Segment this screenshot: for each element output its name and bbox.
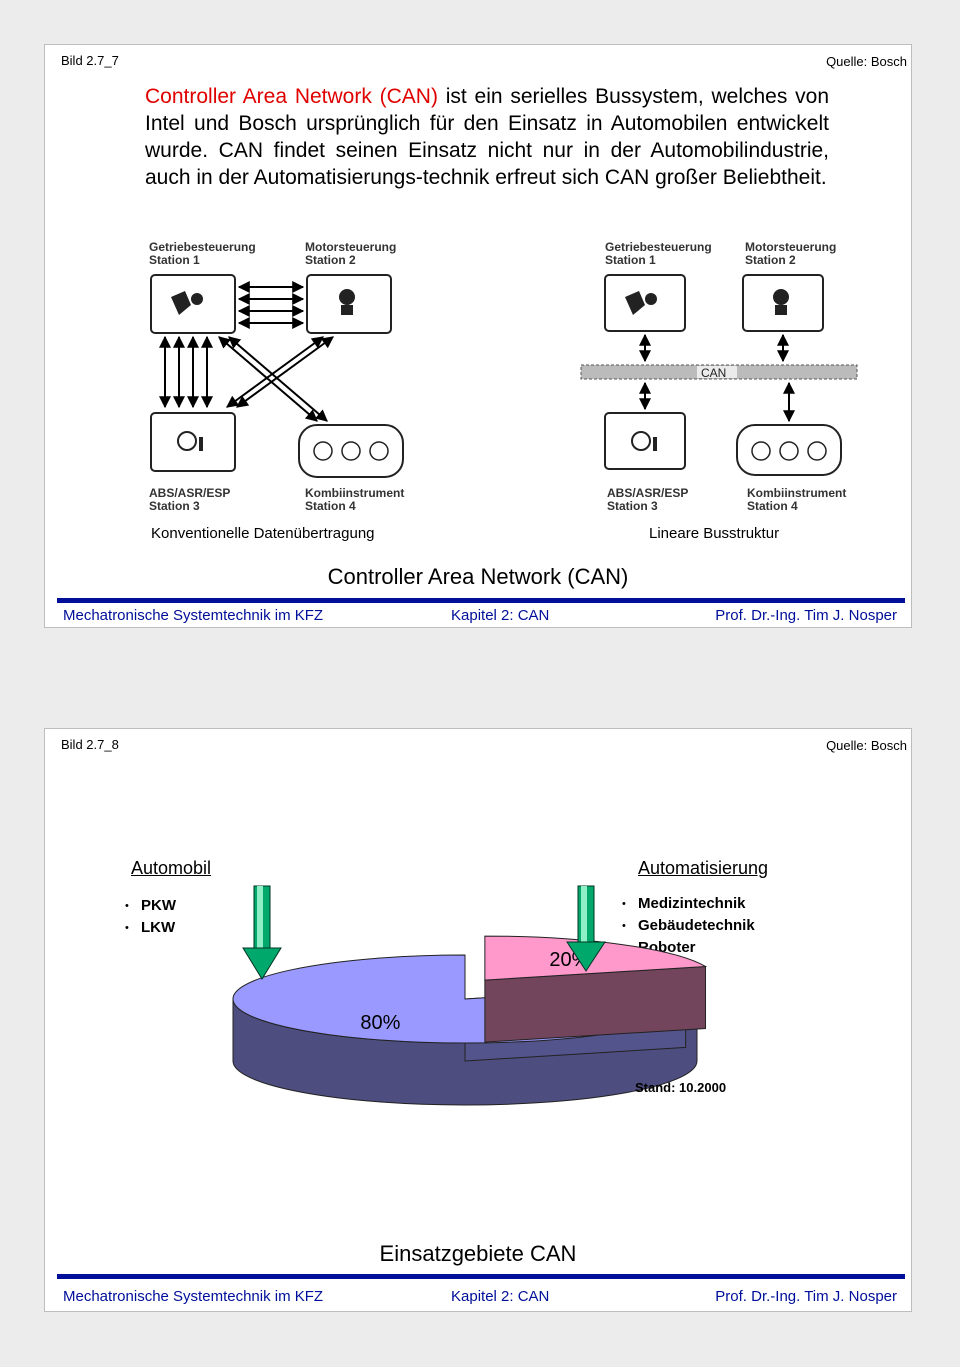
intro-text: ist ein serielles Bussystem, welches von… (145, 85, 829, 189)
conventional-diagram: Getriebesteuerung Station 1 Motorsteueru… (149, 240, 404, 513)
slide-can-overview: Bild 2.7_7 Quelle: Bosch Controller Area… (44, 44, 912, 628)
figure-number: Bild 2.7_7 (61, 53, 119, 68)
footer-author: Prof. Dr.-Ing. Tim J. Nosper (715, 1288, 897, 1305)
bus-station1-box (604, 274, 686, 332)
station4-name: Kombiinstrument (305, 486, 404, 500)
bus-connections (639, 333, 795, 423)
intro-paragraph: Controller Area Network (CAN) ist ein se… (145, 83, 829, 191)
bus-diagram: Getriebesteuerung Station 1 Motorsteueru… (580, 240, 858, 513)
footer-rule (57, 598, 905, 603)
footer-course: Mechatronische Systemtechnik im KFZ (63, 607, 324, 624)
footer-author: Prof. Dr.-Ing. Tim J. Nosper (715, 607, 897, 624)
pie-slice-automatisierung: 20% (484, 935, 708, 1043)
bus-station1-name: Getriebesteuerung (605, 240, 712, 254)
footer-chapter: Kapitel 2: CAN (451, 607, 550, 624)
station3-box (150, 412, 236, 472)
station1-box (150, 274, 236, 334)
automatisierung-item: Medizintechnik (622, 893, 755, 915)
automatisierung-heading: Automatisierung (638, 858, 769, 878)
arrow-automatisierung (566, 885, 606, 972)
can-bus-label: CAN (701, 366, 726, 380)
conventional-label: Konventionelle Datenübertragung (151, 525, 375, 542)
arrow-automobil (242, 885, 282, 980)
station2-number: Station 2 (305, 253, 356, 267)
automobil-item: LKW (125, 917, 176, 939)
station3-number: Station 3 (149, 499, 200, 513)
footer-chapter: Kapitel 2: CAN (451, 1288, 550, 1305)
bus-station4-box (736, 424, 842, 476)
station1-number: Station 1 (149, 253, 200, 267)
station1-name: Getriebesteuerung (149, 240, 256, 254)
station2-name: Motorsteuerung (305, 240, 396, 254)
automobil-heading: Automobil (131, 858, 212, 878)
bus-station1-number: Station 1 (605, 253, 656, 267)
slide-einsatzgebiete: Bild 2.7_8 Quelle: Bosch Automobil PKW L… (44, 728, 912, 1312)
automatisierung-item: Gebäudetechnik (622, 915, 755, 937)
footer-rule (57, 1274, 905, 1279)
bus-station3-name: ABS/ASR/ESP (607, 486, 688, 500)
slide-title: Einsatzgebiete CAN (379, 1241, 577, 1266)
source-label: Quelle: Bosch (826, 54, 907, 69)
bus-ecu-icons (625, 289, 827, 461)
automobil-list: PKW LKW (125, 895, 176, 939)
bus-structure-label: Lineare Busstruktur (649, 525, 780, 542)
automobil-item: PKW (125, 895, 176, 917)
data-date-note: Stand: 10.2000 (635, 1080, 727, 1095)
source-label: Quelle: Bosch (826, 738, 907, 753)
bus-station2-name: Motorsteuerung (745, 240, 836, 254)
bus-station2-number: Station 2 (745, 253, 796, 267)
pie-chart: 80% 20% (232, 885, 708, 1106)
figure-number: Bild 2.7_8 (61, 737, 119, 752)
bus-station4-name: Kombiinstrument (747, 486, 846, 500)
station4-number: Station 4 (305, 499, 356, 513)
station3-name: ABS/ASR/ESP (149, 486, 230, 500)
footer-course: Mechatronische Systemtechnik im KFZ (63, 1288, 324, 1305)
pie-label-automobil: 80% (360, 1012, 400, 1034)
bus-station4-number: Station 4 (747, 499, 798, 513)
slide-title: Controller Area Network (CAN) (327, 564, 629, 589)
intro-highlight: Controller Area Network (CAN) (145, 85, 438, 108)
bus-station3-box (604, 412, 686, 470)
bus-station3-number: Station 3 (607, 499, 658, 513)
point-to-point-links (159, 281, 334, 422)
ecu-icons (171, 289, 389, 461)
station4-box (298, 424, 404, 478)
